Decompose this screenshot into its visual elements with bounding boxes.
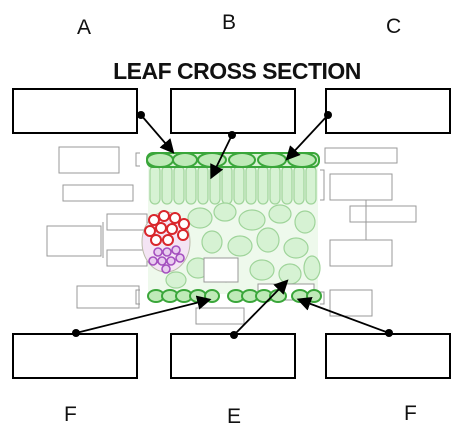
answer-box-f-right[interactable] xyxy=(325,333,451,379)
vascular-bundle xyxy=(141,210,191,274)
label-letter-e: E xyxy=(227,405,242,428)
upper-epidermis xyxy=(146,152,320,168)
label-letter-f-left: F xyxy=(64,403,77,426)
lower-epidermis xyxy=(147,289,322,303)
answer-box-c[interactable] xyxy=(325,88,451,134)
label-letter-b: B xyxy=(222,11,237,34)
pointer-lines xyxy=(75,114,390,336)
label-letter-a: A xyxy=(77,16,92,39)
label-letter-f-right: F xyxy=(404,402,417,425)
label-letter-c: C xyxy=(386,15,402,38)
phloem xyxy=(148,245,185,274)
palisade-layer xyxy=(149,165,317,205)
diagram-title: LEAF CROSS SECTION xyxy=(113,58,361,84)
pointer-dots xyxy=(72,111,393,339)
answer-box-a[interactable] xyxy=(12,88,138,134)
answer-box-f-left[interactable] xyxy=(12,333,138,379)
small-box-group-left xyxy=(46,146,148,309)
xylem xyxy=(144,210,190,246)
